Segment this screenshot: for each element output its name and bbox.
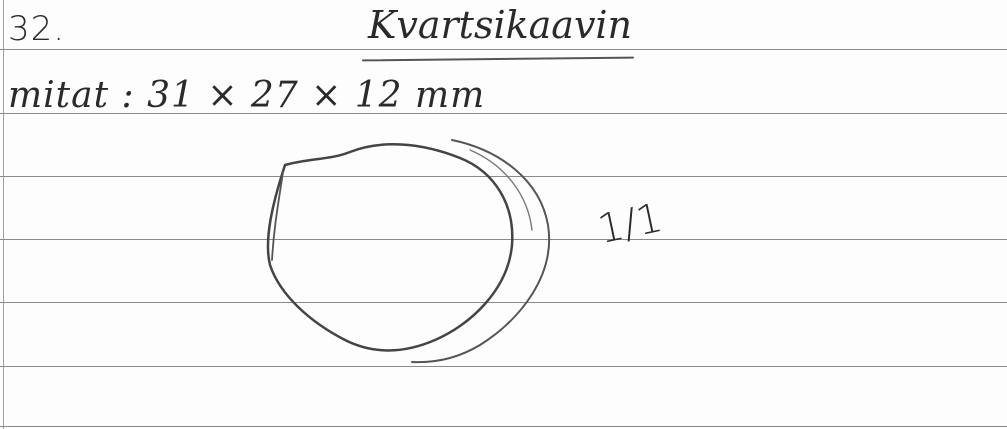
entry-number: 32. bbox=[8, 9, 66, 49]
ruled-line bbox=[0, 176, 1007, 177]
page-margin-line bbox=[3, 0, 4, 429]
artifact-side-profile bbox=[411, 139, 551, 364]
artifact-inner-edge bbox=[271, 171, 284, 261]
ruled-line bbox=[0, 239, 1007, 240]
dimensions-text: mitat : 31 × 27 × 12 mm bbox=[8, 75, 486, 116]
ruled-line bbox=[0, 366, 1007, 367]
artifact-outline bbox=[266, 143, 514, 352]
ruled-line bbox=[0, 49, 1007, 50]
ruled-line bbox=[0, 426, 1007, 427]
artifact-side-profile-inner bbox=[469, 149, 533, 231]
ruled-line bbox=[0, 113, 1007, 114]
ruled-line bbox=[0, 302, 1007, 303]
entry-title: Kvartsikaavin bbox=[368, 3, 633, 47]
